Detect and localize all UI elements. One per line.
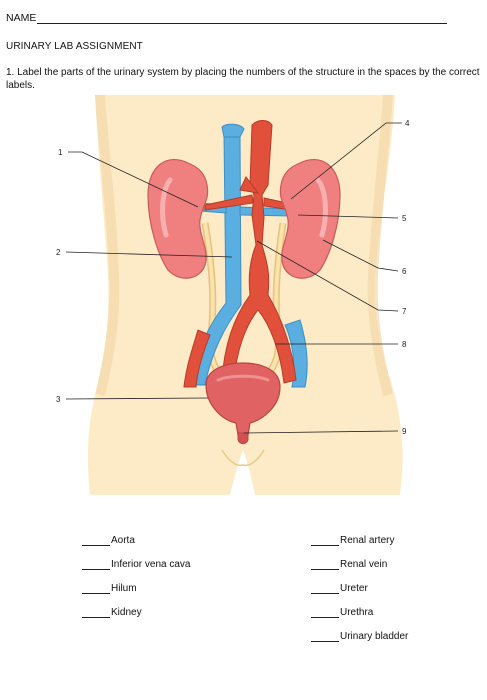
word-bank-item: Inferior vena cava xyxy=(82,559,191,570)
answer-blank[interactable] xyxy=(311,607,339,618)
right-kidney xyxy=(279,158,341,279)
word-bank-item: Ureter xyxy=(311,583,368,594)
number-5: 5 xyxy=(402,214,407,223)
answer-blank[interactable] xyxy=(311,631,339,642)
word-label: Urethra xyxy=(340,607,374,618)
word-label: Urinary bladder xyxy=(340,631,409,642)
word-label: Renal vein xyxy=(340,559,388,570)
word-label: Renal artery xyxy=(340,535,395,546)
structure-numbers: 1 2 3 4 5 6 7 8 9 xyxy=(56,119,410,436)
word-label: Ureter xyxy=(340,583,368,594)
number-4: 4 xyxy=(405,119,410,128)
answer-blank[interactable] xyxy=(311,559,339,570)
number-3: 3 xyxy=(56,395,61,404)
word-label: Hilum xyxy=(111,583,137,594)
number-1: 1 xyxy=(58,148,63,157)
leader-lines xyxy=(65,122,402,434)
number-8: 8 xyxy=(402,340,407,349)
word-label: Kidney xyxy=(111,607,142,618)
name-row: NAME xyxy=(6,12,448,24)
word-bank-item: Aorta xyxy=(82,535,135,546)
name-input-line[interactable] xyxy=(37,13,448,24)
word-label: Aorta xyxy=(111,535,135,546)
word-bank-item: Urethra xyxy=(311,607,373,618)
answer-blank[interactable] xyxy=(82,607,110,618)
answer-blank[interactable] xyxy=(311,535,339,546)
word-bank-item: Urinary bladder xyxy=(311,631,408,642)
answer-blank[interactable] xyxy=(82,559,110,570)
instructions: 1. Label the parts of the urinary system… xyxy=(6,67,480,91)
urinary-system-diagram: 1 2 3 4 5 6 7 8 9 xyxy=(56,95,410,495)
number-9: 9 xyxy=(402,427,407,436)
answer-blank[interactable] xyxy=(311,583,339,594)
word-bank-item: Renal artery xyxy=(311,535,394,546)
word-bank-item: Kidney xyxy=(82,607,142,618)
aorta xyxy=(183,120,297,388)
number-6: 6 xyxy=(402,267,407,276)
answer-blank[interactable] xyxy=(82,535,110,546)
word-bank-item: Hilum xyxy=(82,583,137,594)
left-kidney xyxy=(147,158,209,279)
assignment-title: URINARY LAB ASSIGNMENT xyxy=(6,41,143,52)
number-7: 7 xyxy=(402,307,407,316)
answer-blank[interactable] xyxy=(82,583,110,594)
urinary-bladder xyxy=(205,362,281,445)
number-2: 2 xyxy=(56,248,61,257)
word-label: Inferior vena cava xyxy=(111,559,191,570)
name-label: NAME xyxy=(6,12,37,24)
word-bank-item: Renal vein xyxy=(311,559,387,570)
